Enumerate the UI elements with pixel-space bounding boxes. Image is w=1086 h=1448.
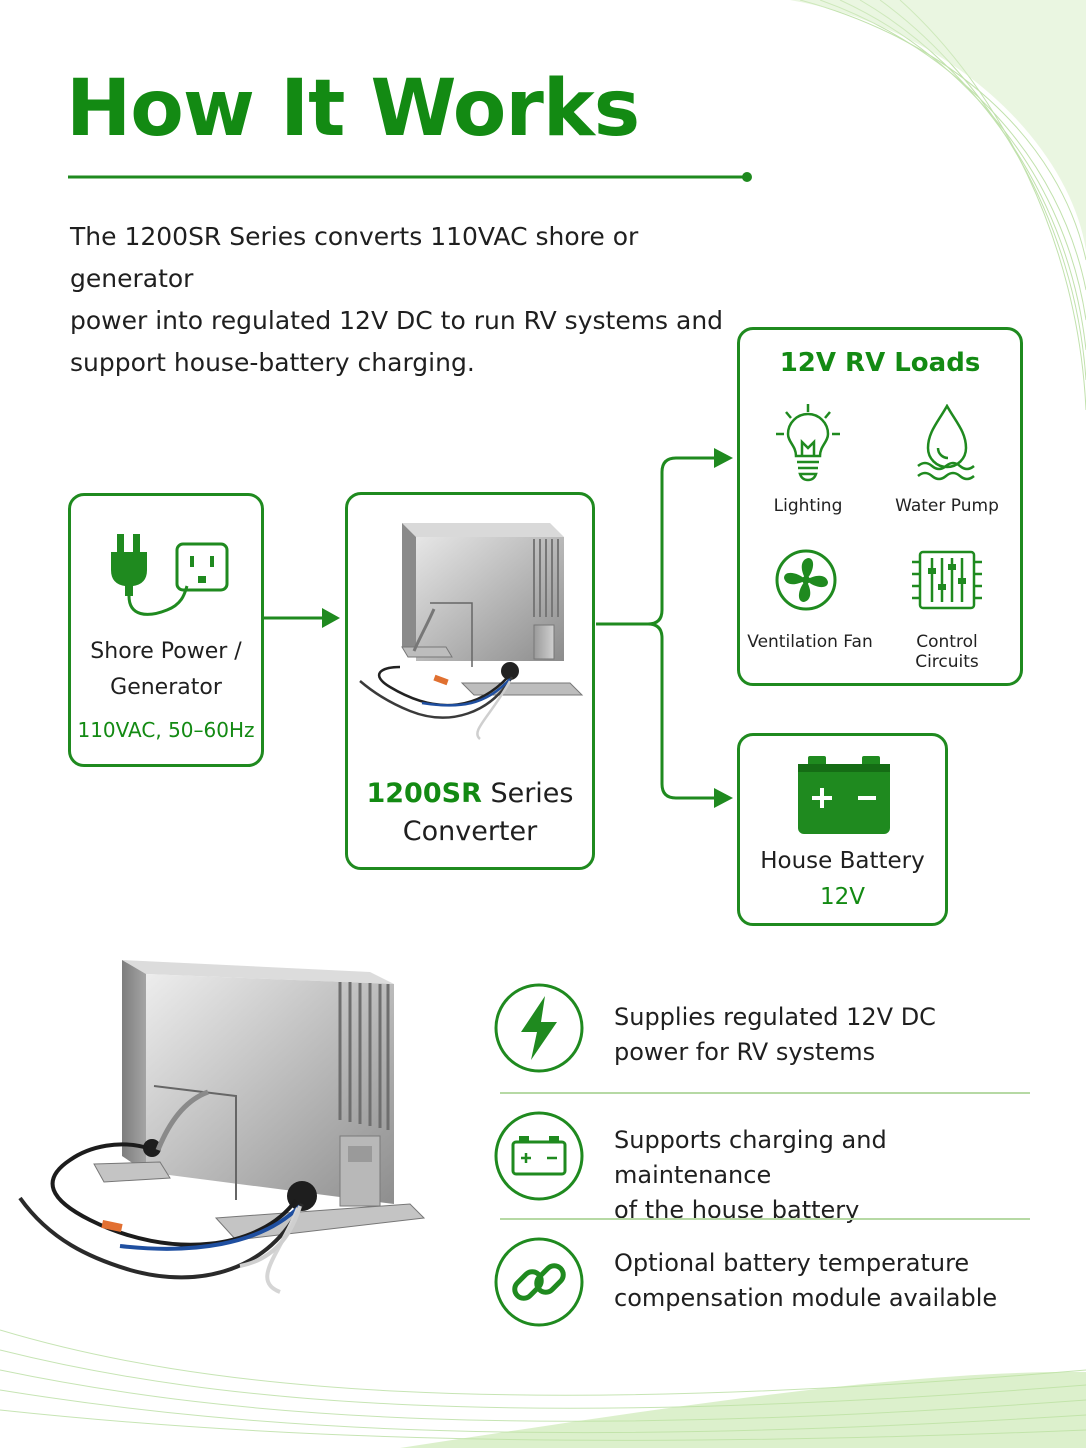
- converter-label-line1: 1200SR Series: [348, 775, 592, 813]
- converter-card: 1200SR Series Converter: [345, 492, 595, 870]
- feature-divider: [500, 1092, 1030, 1094]
- intro-paragraph: The 1200SR Series converts 110VAC shore …: [70, 216, 750, 384]
- feature-text-regulated-power: Supplies regulated 12V DC power for RV s…: [614, 1000, 1044, 1070]
- shore-power-spec: 110VAC, 50–60Hz: [77, 718, 255, 742]
- feature-text-temperature-module: Optional battery temperature compensatio…: [614, 1246, 1044, 1316]
- title-underline: [68, 172, 752, 182]
- load-label-control-circuits: Control Circuits: [915, 632, 979, 672]
- light-bulb-icon: [776, 404, 840, 482]
- plug-outlet-icon: [111, 534, 229, 616]
- intro-line: The 1200SR Series converts 110VAC shore …: [70, 222, 639, 293]
- shore-power-card: Shore Power / Generator 110VAC, 50–60Hz: [68, 493, 264, 767]
- converter-series: Series: [481, 778, 574, 809]
- feature-text-battery-charging: Supports charging and maintenance of the…: [614, 1123, 1044, 1228]
- load-label-ventilation-fan: Ventilation Fan: [747, 632, 873, 652]
- shore-power-label-line2: Generator: [110, 675, 222, 700]
- converter-model: 1200SR: [366, 778, 482, 809]
- intro-line: support house-battery charging.: [70, 348, 475, 377]
- feature-line: power for RV systems: [614, 1038, 876, 1066]
- converter-label-line2: Converter: [402, 816, 538, 847]
- intro-line: power into regulated 12V DC to run RV sy…: [70, 306, 724, 335]
- shore-power-label: Shore Power / Generator: [71, 634, 261, 706]
- water-drop-icon: [917, 404, 975, 481]
- feature-line: compensation module available: [614, 1284, 998, 1312]
- battery-icon: [798, 756, 890, 834]
- page-title: How It Works: [66, 64, 640, 154]
- load-label-lighting: Lighting: [773, 496, 843, 516]
- rv-loads-title: 12V RV Loads: [779, 348, 981, 378]
- feature-line: Supports charging and maintenance: [614, 1126, 887, 1189]
- circuit-icon: [912, 550, 982, 610]
- house-battery-card: House Battery 12V: [737, 733, 948, 926]
- battery-icon: [494, 1111, 584, 1201]
- lightning-bolt-icon: [494, 983, 584, 1073]
- rv-loads-card: 12V RV Loads Lighting Water Pump: [737, 327, 1023, 686]
- house-battery-label: House Battery: [760, 848, 925, 874]
- house-battery-voltage: 12V: [819, 884, 865, 910]
- feature-line: Supplies regulated 12V DC: [614, 1003, 936, 1031]
- fan-icon: [775, 549, 837, 611]
- load-label-water-pump: Water Pump: [895, 496, 999, 516]
- converter-label: 1200SR Series Converter: [348, 775, 592, 851]
- converter-illustration: [359, 523, 584, 740]
- feature-divider: [500, 1218, 1030, 1220]
- chain-link-icon: [494, 1237, 584, 1327]
- feature-line: Optional battery temperature: [614, 1249, 970, 1277]
- converter-product-photo: [18, 960, 426, 1294]
- shore-power-label-line1: Shore Power /: [90, 639, 242, 664]
- feature-line: of the house battery: [614, 1196, 860, 1224]
